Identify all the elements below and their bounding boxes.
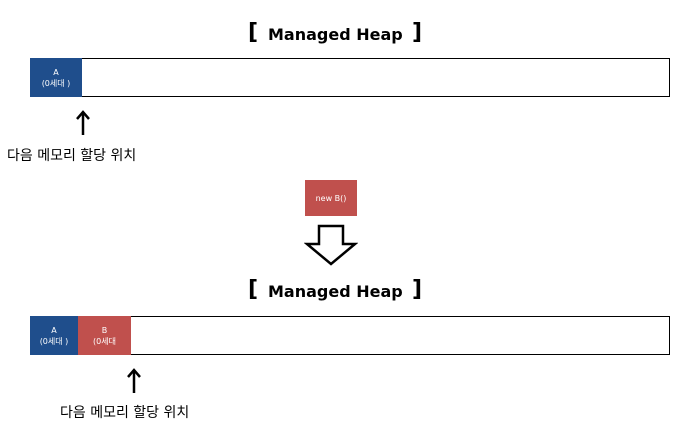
right-bracket: ] (411, 277, 422, 302)
bottom-pointer-label: 다음 메모리 할당 위치 (60, 405, 190, 421)
top-pointer-label: 다음 메모리 할당 위치 (7, 148, 137, 164)
top-heap-bar (30, 58, 670, 97)
new-b-call-label: new B() (315, 193, 347, 203)
top-block-a-gen: (0세대 ) (41, 78, 71, 88)
top-heap-title-group: [ Managed Heap ] (248, 20, 422, 46)
new-b-call: new B() (305, 180, 357, 216)
bottom-up-arrow-icon (127, 368, 141, 393)
top-block-a-name: A (53, 67, 59, 77)
bottom-block-a-gen: (0세대 ) (39, 336, 69, 346)
down-arrow-icon (304, 224, 358, 266)
top-heap-title: Managed Heap (268, 25, 403, 44)
bottom-heap-title-group: [ Managed Heap ] (248, 277, 422, 303)
bottom-block-a: A (0세대 ) (30, 316, 78, 355)
bottom-block-b: B (0세대 (78, 316, 131, 355)
right-bracket: ] (411, 20, 422, 45)
top-block-a: A (0세대 ) (30, 58, 82, 97)
top-up-arrow-icon (76, 110, 90, 135)
left-bracket: [ (248, 20, 259, 45)
bottom-block-b-gen: (0세대 (93, 336, 116, 346)
left-bracket: [ (248, 277, 259, 302)
bottom-block-b-name: B (101, 325, 108, 335)
bottom-heap-title: Managed Heap (268, 282, 403, 301)
bottom-block-a-name: A (51, 325, 57, 335)
